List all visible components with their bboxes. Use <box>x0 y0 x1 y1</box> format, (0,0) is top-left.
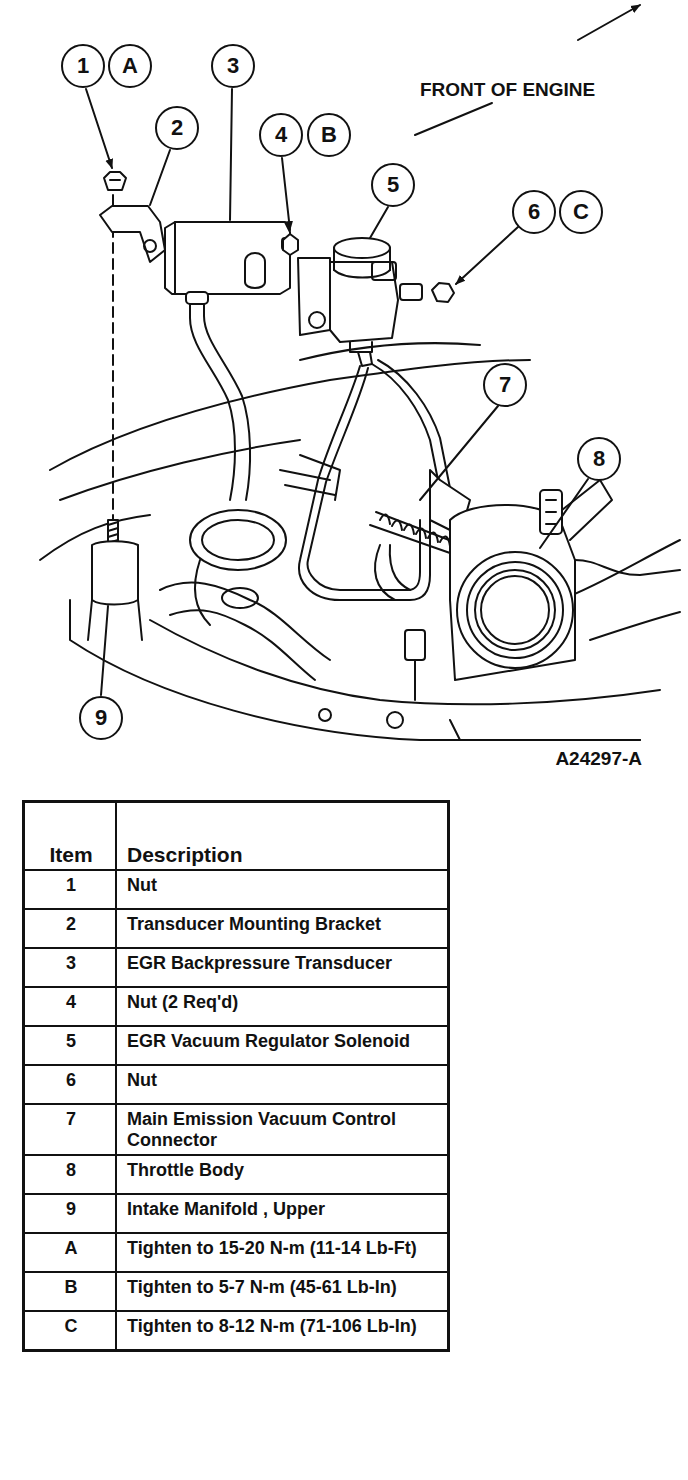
table-row: 2 Transducer Mounting Bracket <box>24 909 449 948</box>
callout-number: 9 <box>95 707 107 729</box>
table-cell: 4 <box>24 987 117 1026</box>
callout-number: A <box>122 55 138 77</box>
parts-table: ItemDescription1Nut2Transducer Mounting … <box>22 800 450 1352</box>
table-cell: Main Emission Vacuum Control Connector <box>116 1104 449 1155</box>
table-row: A Tighten to 15-20 N-m (11-14 Lb-Ft) <box>24 1233 449 1272</box>
table-row: 5 EGR Vacuum Regulator Solenoid <box>24 1026 449 1065</box>
table-cell: 3 <box>24 948 117 987</box>
callout-number: C <box>573 201 589 223</box>
table-text: 1 <box>66 875 76 895</box>
table-cell: Nut <box>116 1065 449 1104</box>
direction-label: FRONT OF ENGINE <box>420 79 595 101</box>
table-cell: Tighten to 8-12 N-m (71-106 Lb-In) <box>116 1311 449 1351</box>
callout-circle: 2 <box>155 106 199 150</box>
table-cell: 5 <box>24 1026 117 1065</box>
callout-number: 5 <box>387 174 399 196</box>
table-row: B Tighten to 5-7 N-m (45-61 Lb-In) <box>24 1272 449 1311</box>
table-text: 2 <box>66 914 76 934</box>
callout-circle: 8 <box>577 437 621 481</box>
table-cell: Nut (2 Req'd) <box>116 987 449 1026</box>
table-row: 6 Nut <box>24 1065 449 1104</box>
table-cell: Description <box>116 802 449 871</box>
figure-code: A24297-A <box>555 748 642 770</box>
callout-number: 2 <box>171 117 183 139</box>
table-cell: Transducer Mounting Bracket <box>116 909 449 948</box>
table-text: 3 <box>66 953 76 973</box>
callout-circle: 4 <box>259 113 303 157</box>
table-text: B <box>65 1277 78 1297</box>
table-cell: C <box>24 1311 117 1351</box>
table-cell: 7 <box>24 1104 117 1155</box>
callout-circle: 6 <box>512 190 556 234</box>
callout-circle: 5 <box>371 163 415 207</box>
table-cell: A <box>24 1233 117 1272</box>
callout-circle: C <box>559 190 603 234</box>
callout-number: 7 <box>499 374 511 396</box>
table-text: Description <box>127 843 243 866</box>
callout-circle: 1 <box>61 44 105 88</box>
table-text: Throttle Body <box>127 1160 244 1180</box>
callout-circle: A <box>108 44 152 88</box>
table-text: Tighten to 15-20 N-m (11-14 Lb-Ft) <box>127 1238 417 1258</box>
table-cell: Item <box>24 802 117 871</box>
table-row: 7 Main Emission Vacuum Control Connector <box>24 1104 449 1155</box>
table-text: Intake Manifold , Upper <box>127 1199 325 1219</box>
table-text: Tighten to 5-7 N-m (45-61 Lb-In) <box>127 1277 397 1297</box>
callout-circle: 7 <box>483 363 527 407</box>
table-text: Item <box>49 843 92 866</box>
table-row: C Tighten to 8-12 N-m (71-106 Lb-In) <box>24 1311 449 1351</box>
table-text: 4 <box>66 992 76 1012</box>
table-cell: EGR Backpressure Transducer <box>116 948 449 987</box>
table-text: Nut (2 Req'd) <box>127 992 238 1012</box>
table-cell: B <box>24 1272 117 1311</box>
callout-circle: 9 <box>79 696 123 740</box>
table-text: Transducer Mounting Bracket <box>127 914 381 934</box>
table-text: Main Emission Vacuum Control Connector <box>127 1109 396 1150</box>
table-header: Item Description <box>24 802 449 871</box>
callout-number: 1 <box>77 55 89 77</box>
table-text: 6 <box>66 1070 76 1090</box>
table-cell: 6 <box>24 1065 117 1104</box>
table-text: C <box>65 1316 78 1336</box>
table-text: 8 <box>66 1160 76 1180</box>
table-text: A <box>65 1238 78 1258</box>
table-text: 9 <box>66 1199 76 1219</box>
table-cell: 1 <box>24 870 117 909</box>
callout-number: 4 <box>275 124 287 146</box>
table-text: EGR Vacuum Regulator Solenoid <box>127 1031 410 1051</box>
callout-number: 3 <box>227 55 239 77</box>
table-text: Nut <box>127 875 157 895</box>
callout-number: B <box>321 124 337 146</box>
table-text: 7 <box>66 1109 76 1129</box>
table-cell: Tighten to 15-20 N-m (11-14 Lb-Ft) <box>116 1233 449 1272</box>
table-cell: Throttle Body <box>116 1155 449 1194</box>
callout-number: 6 <box>528 201 540 223</box>
table-text: 5 <box>66 1031 76 1051</box>
table-row: 9 Intake Manifold , Upper <box>24 1194 449 1233</box>
table-text: Tighten to 8-12 N-m (71-106 Lb-In) <box>127 1316 417 1336</box>
table-text: Nut <box>127 1070 157 1090</box>
table-row: 1 Nut <box>24 870 449 909</box>
table-cell: Nut <box>116 870 449 909</box>
table-row: 8 Throttle Body <box>24 1155 449 1194</box>
table-row: 3 EGR Backpressure Transducer <box>24 948 449 987</box>
table-cell: Tighten to 5-7 N-m (45-61 Lb-In) <box>116 1272 449 1311</box>
table-cell: EGR Vacuum Regulator Solenoid <box>116 1026 449 1065</box>
table-cell: 2 <box>24 909 117 948</box>
table-cell: 8 <box>24 1155 117 1194</box>
callout-circle: 3 <box>211 44 255 88</box>
callout-circle: B <box>307 113 351 157</box>
table-row: 4 Nut (2 Req'd) <box>24 987 449 1026</box>
table-cell: Intake Manifold , Upper <box>116 1194 449 1233</box>
table-cell: 9 <box>24 1194 117 1233</box>
table-text: EGR Backpressure Transducer <box>127 953 392 973</box>
callout-number: 8 <box>593 448 605 470</box>
